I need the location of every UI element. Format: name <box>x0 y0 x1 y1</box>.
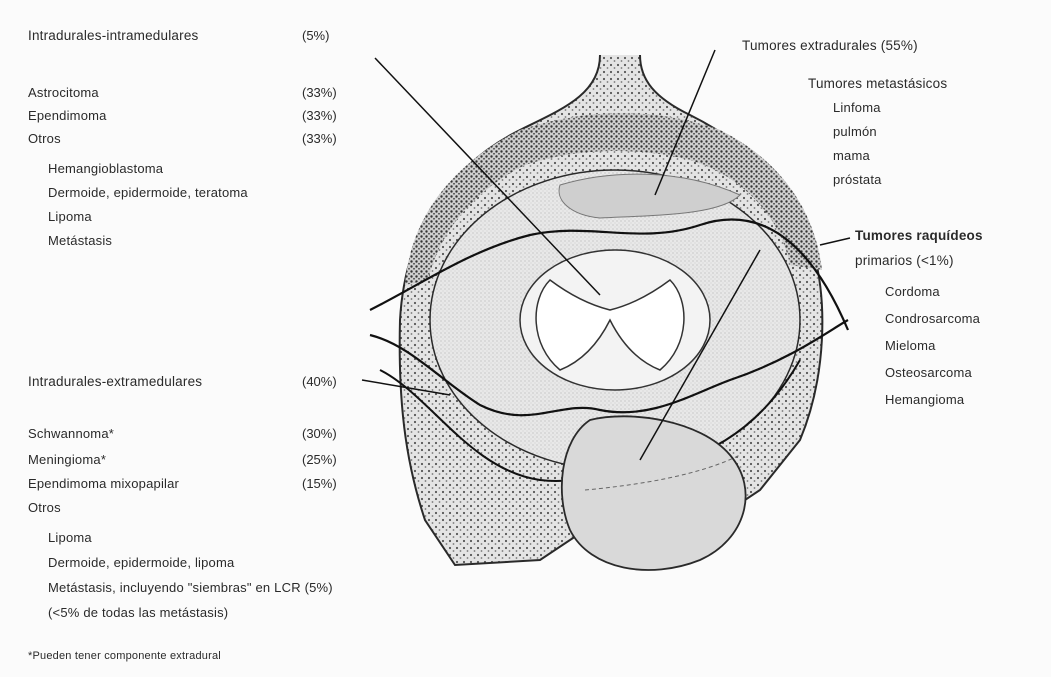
primary-heading-line2: primarios (<1%) <box>855 253 954 268</box>
intramedullary-item-pct: (33%) <box>302 131 337 146</box>
intramedullary-item-pct: (33%) <box>302 108 337 123</box>
extramedullary-item-pct: (30%) <box>302 426 337 441</box>
extramedullary-other: Lipoma <box>48 530 92 545</box>
extramedullary-heading-pct: (40%) <box>302 374 337 389</box>
intramedullary-other: Metástasis <box>48 233 112 248</box>
extramedullary-item: Meningioma* <box>28 452 106 467</box>
intramedullary-item-pct: (33%) <box>302 85 337 100</box>
intramedullary-item: Otros <box>28 131 61 146</box>
extramedullary-item-pct: (15%) <box>302 476 337 491</box>
extramedullary-other: (<5% de todas las metástasis) <box>48 605 228 620</box>
intramedullary-item: Ependimoma <box>28 108 107 123</box>
extradural-heading: Tumores extradurales (55%) <box>742 38 918 53</box>
extramedullary-other: Dermoide, epidermoide, lipoma <box>48 555 234 570</box>
primary-item: Cordoma <box>885 284 940 299</box>
intramedullary-other: Lipoma <box>48 209 92 224</box>
extramedullary-item: Ependimoma mixopapilar <box>28 476 179 491</box>
intramedullary-other: Dermoide, epidermoide, teratoma <box>48 185 248 200</box>
extramedullary-others-label: Otros <box>28 500 61 515</box>
intramedullary-heading-pct: (5%) <box>302 28 329 43</box>
intramedullary-heading: Intradurales-intramedulares <box>28 28 198 43</box>
intramedullary-item: Astrocitoma <box>28 85 99 100</box>
metastatic-item: próstata <box>833 172 882 187</box>
extramedullary-other: Metástasis, incluyendo "siembras" en LCR… <box>48 580 333 595</box>
footnote: *Pueden tener componente extradural <box>28 650 221 662</box>
primary-item: Hemangioma <box>885 392 964 407</box>
extramedullary-item: Schwannoma* <box>28 426 114 441</box>
primary-heading-line1: Tumores raquídeos <box>855 228 983 243</box>
primary-item: Mieloma <box>885 338 936 353</box>
metastatic-heading: Tumores metastásicos <box>808 76 947 91</box>
primary-item: Condrosarcoma <box>885 311 980 326</box>
metastatic-item: mama <box>833 148 870 163</box>
metastatic-item: Linfoma <box>833 100 881 115</box>
extramedullary-heading: Intradurales-extramedulares <box>28 374 202 389</box>
metastatic-item: pulmón <box>833 124 877 139</box>
intramedullary-other: Hemangioblastoma <box>48 161 163 176</box>
primary-item: Osteosarcoma <box>885 365 972 380</box>
pointer-primary <box>820 238 850 245</box>
extramedullary-item-pct: (25%) <box>302 452 337 467</box>
